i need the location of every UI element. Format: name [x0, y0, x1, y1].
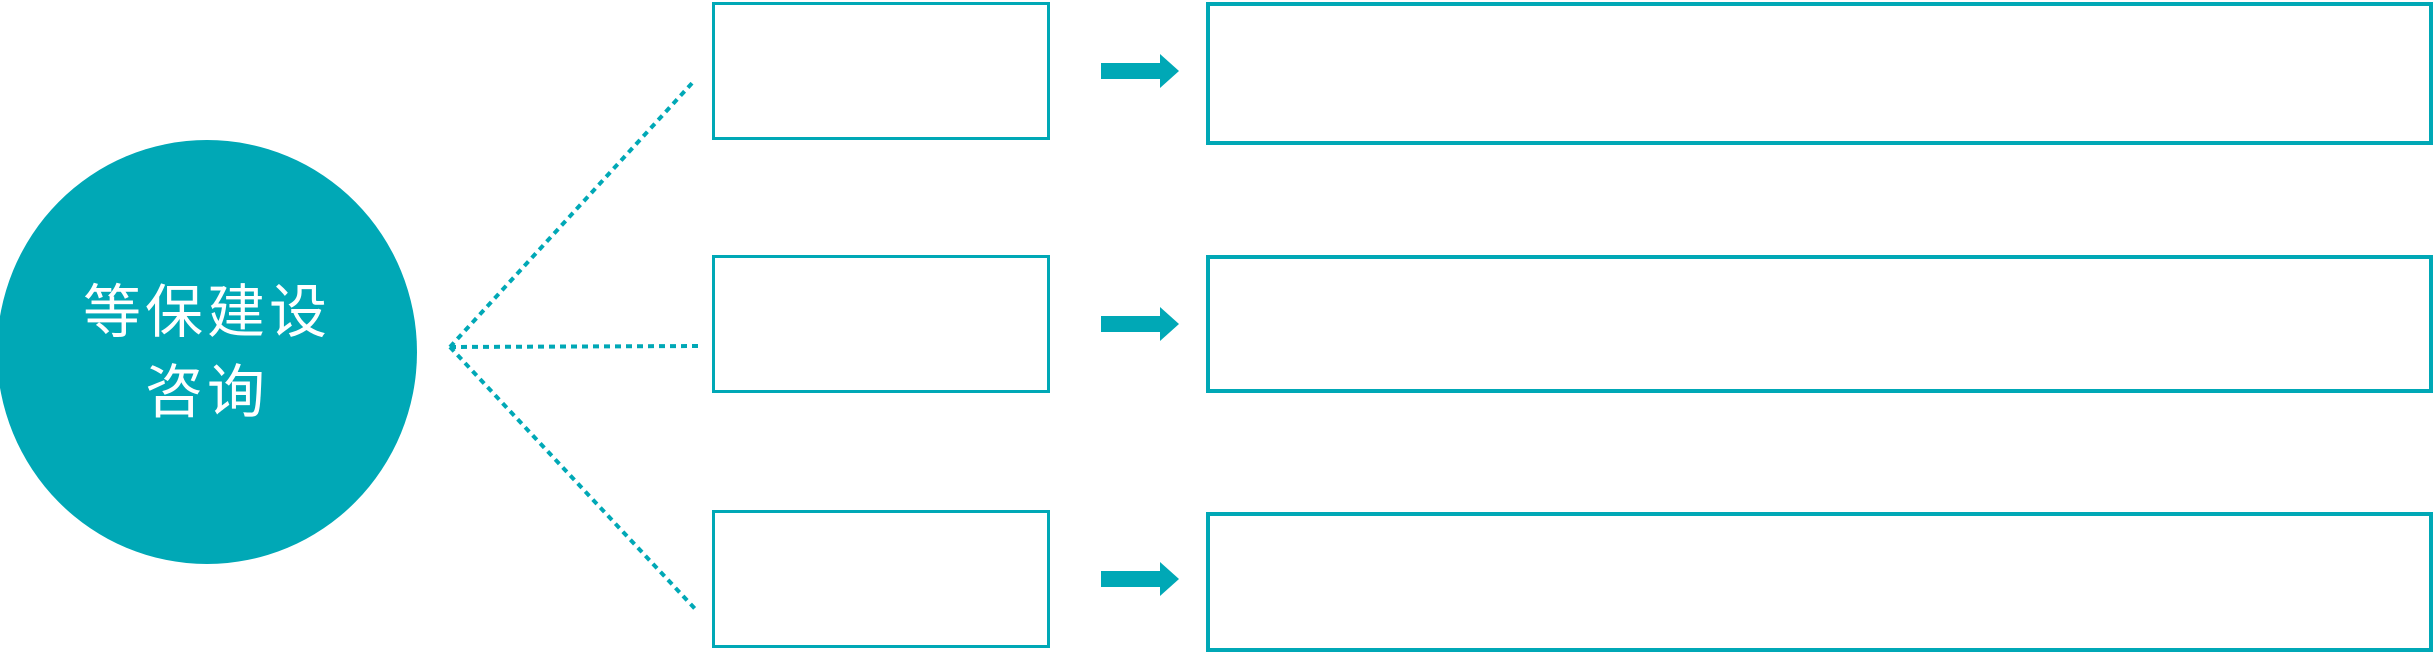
branch-2-large-box	[1206, 255, 2433, 393]
branch-2-small-box	[712, 255, 1050, 393]
branch-1-arrow-right-icon	[1101, 54, 1179, 88]
arrow-shaft	[1101, 63, 1161, 79]
arrow-shaft	[1101, 316, 1161, 332]
branch-3-small-box	[712, 510, 1050, 648]
hub-label-line1: 等保建设	[82, 278, 331, 346]
arrow-head	[1160, 307, 1179, 341]
dotted-line-middle	[449, 344, 702, 349]
hub-label-line2: 咨询	[144, 358, 269, 426]
branch-2-arrow-right-icon	[1101, 307, 1179, 341]
arrow-shaft	[1101, 571, 1161, 587]
branch-3-large-box	[1206, 512, 2433, 652]
branch-3-arrow-right-icon	[1101, 562, 1179, 596]
hub-circle: 等保建设 咨询	[0, 140, 417, 564]
branch-1-small-box	[712, 2, 1050, 140]
dotted-line-bottom	[448, 345, 700, 614]
arrow-head	[1160, 562, 1179, 596]
dotted-line-top	[448, 79, 696, 349]
branch-1-large-box	[1206, 2, 2433, 145]
arrow-head	[1160, 54, 1179, 88]
